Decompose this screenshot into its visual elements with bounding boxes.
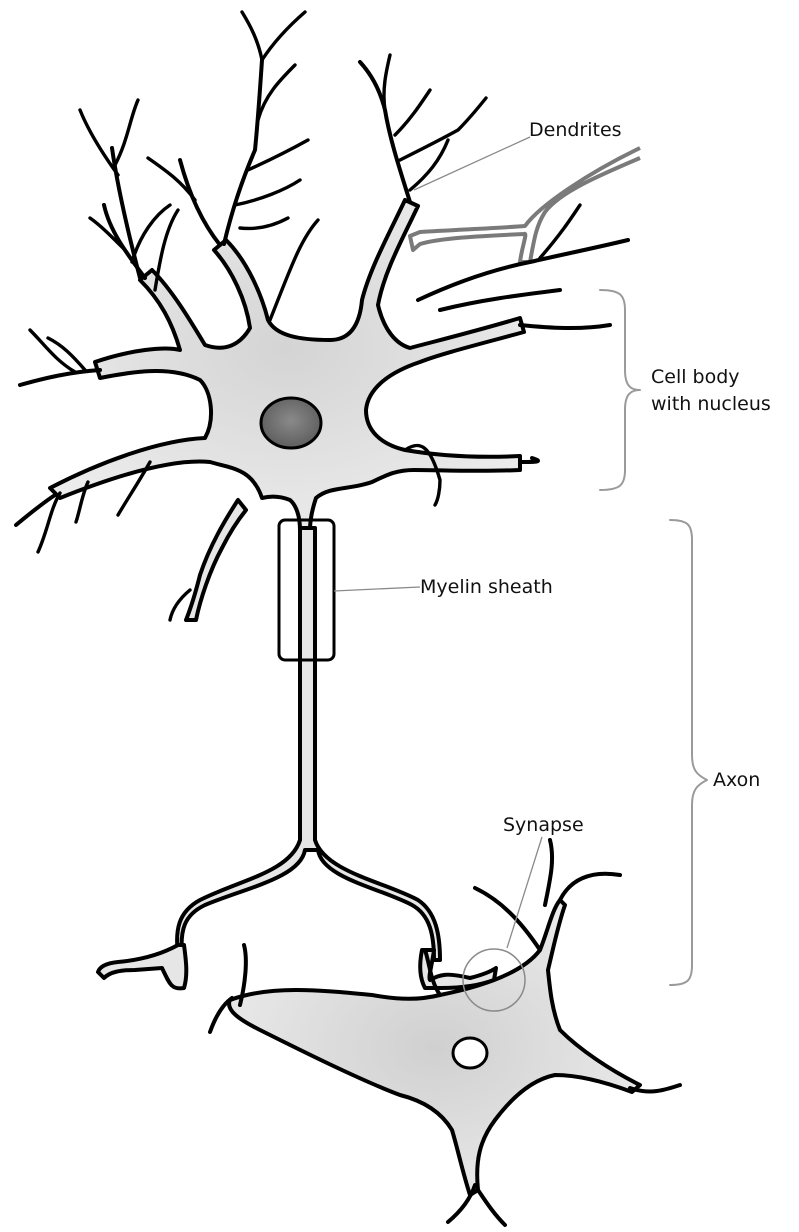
cell-body-brace <box>600 290 640 490</box>
myelin-leader <box>334 587 420 591</box>
target-neuron <box>210 840 680 1225</box>
axon-label: Axon <box>713 769 760 791</box>
main-neuron <box>16 12 628 988</box>
synapse-label: Synapse <box>503 814 584 836</box>
target-nucleus <box>453 1038 487 1068</box>
cell-body <box>50 200 524 530</box>
dendrites-label: Dendrites <box>529 119 622 141</box>
cell-body-label-line1: Cell body <box>651 366 740 388</box>
axon-brace <box>670 520 707 985</box>
cell-body-label-line2: with nucleus <box>651 393 771 415</box>
nucleus <box>261 398 321 448</box>
dendrites <box>16 12 628 620</box>
myelin-label: Myelin sheath <box>420 576 553 598</box>
axon <box>177 528 440 960</box>
